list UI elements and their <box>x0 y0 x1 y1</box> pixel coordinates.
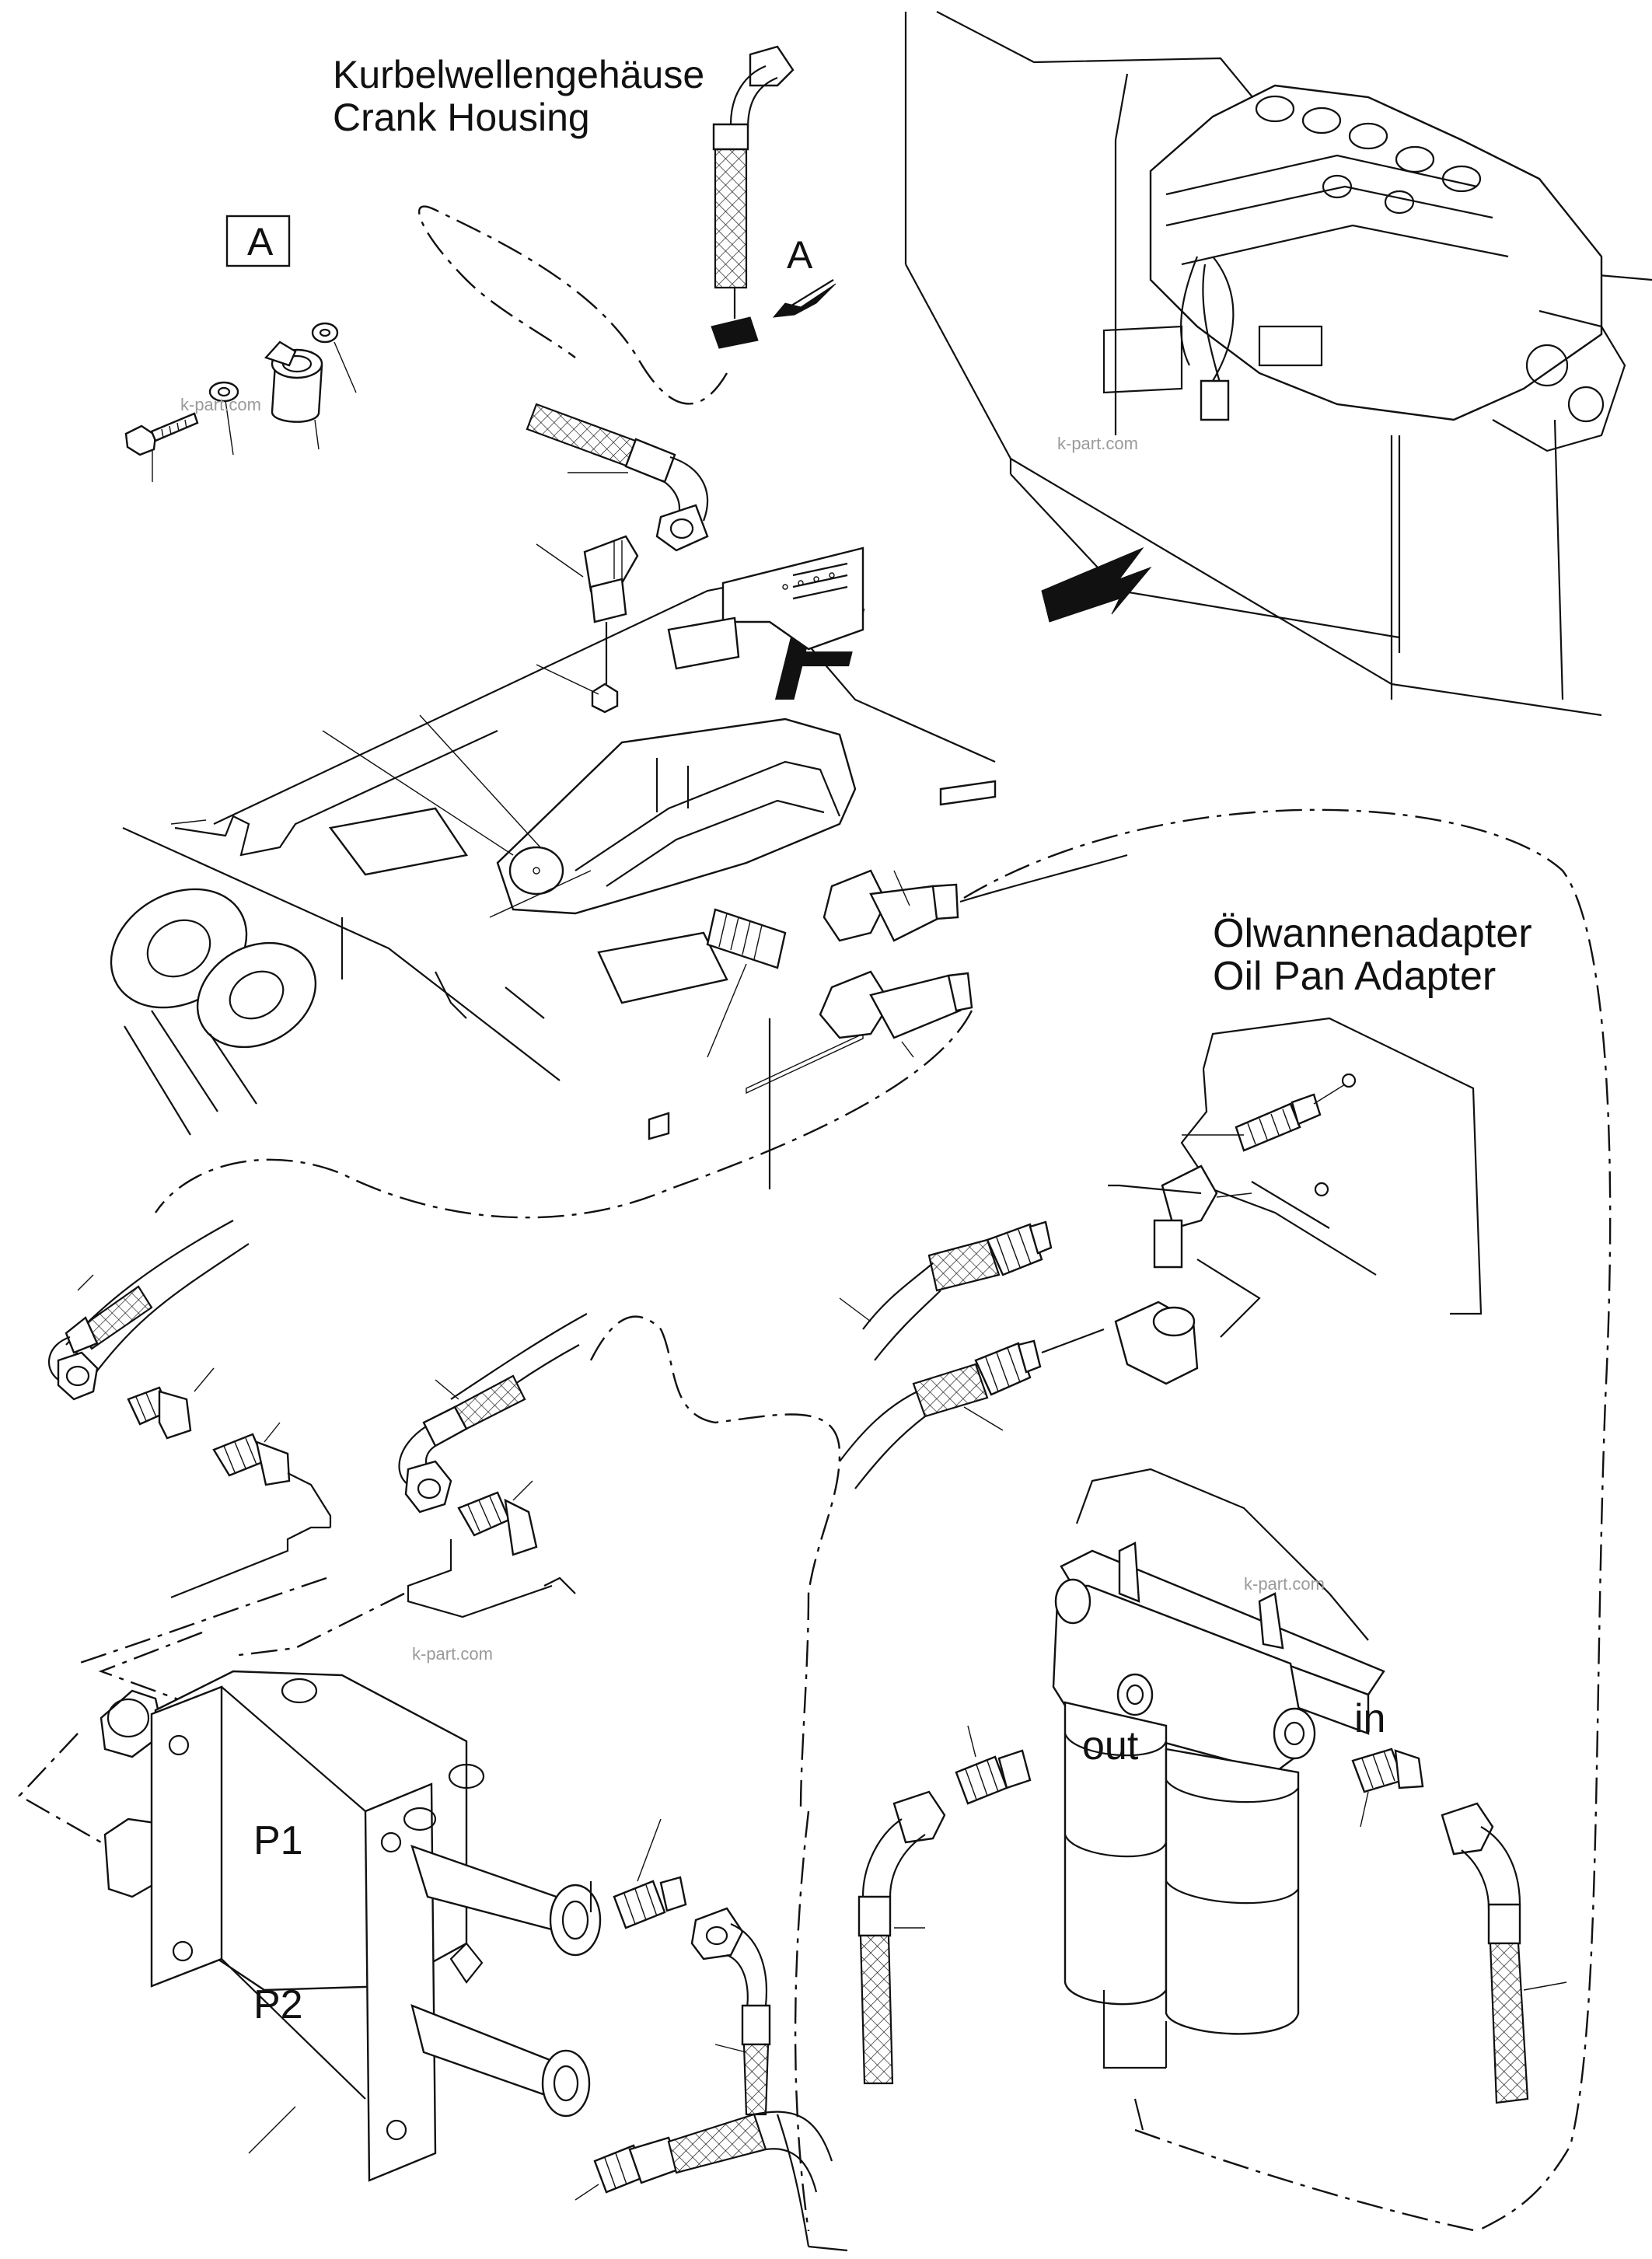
watermark: k-part.com <box>412 1644 493 1664</box>
crank-housing-label-de: Kurbelwellengehäuse <box>333 53 704 96</box>
oil-filter-assembly <box>857 1468 1567 2104</box>
detail-a-box <box>225 215 291 267</box>
oil-pan-adapter-label-de: Ölwannenadapter <box>1213 911 1532 956</box>
filter-port-out-label: out <box>1082 1723 1139 1768</box>
crank-housing-label-en: Crank Housing <box>333 96 590 139</box>
watermark: k-part.com <box>1057 434 1138 453</box>
view-a-label: A <box>787 233 813 277</box>
filter-port-in-label: in <box>1354 1696 1385 1741</box>
port-p2-label: P2 <box>253 1982 303 2027</box>
watermark: k-part.com <box>1244 1574 1325 1594</box>
cooler-block <box>100 1670 602 2182</box>
front-arrow-icon <box>1041 546 1152 623</box>
engine-assembly <box>904 11 1652 717</box>
oil-pan-fittings <box>706 854 1128 1058</box>
adapter-hoses <box>839 1184 1202 1489</box>
detail-a-label: A <box>247 220 274 264</box>
oil-pan-adapter-label-en: Oil Pan Adapter <box>1213 954 1496 999</box>
left-hoses <box>47 1220 588 1618</box>
top-hose-lower <box>526 403 709 714</box>
oil-pan-adapter-assembly <box>1114 1017 1483 1385</box>
detail-a-parts <box>124 322 357 482</box>
port-p1-label: P1 <box>253 1818 303 1863</box>
cooler-fittings <box>575 1818 833 2201</box>
crank-housing-hose <box>711 45 795 349</box>
watermark: k-part.com <box>180 395 261 414</box>
view-a-arrow-icon <box>772 283 836 318</box>
machine-frame <box>110 546 997 1189</box>
